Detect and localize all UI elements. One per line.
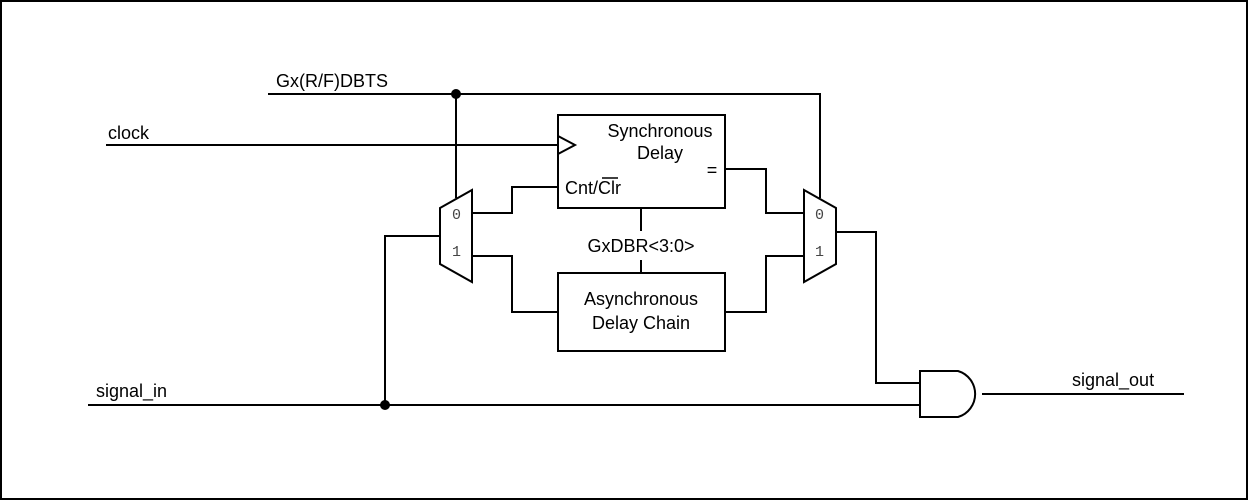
and-gate xyxy=(919,370,977,418)
dbts-signal-label: Gx(R/F)DBTS xyxy=(276,71,388,91)
right-mux-in0-label: 0 xyxy=(815,207,824,224)
sync-eq-to-right-mux-wire xyxy=(725,168,804,214)
clock-triangle-icon xyxy=(557,135,578,155)
async-delay-title-2: Delay Chain xyxy=(592,313,690,333)
sync-delay-cnt-clr-port: Cnt/Clr xyxy=(565,178,621,198)
async-delay-title-1: Asynchronous xyxy=(584,289,698,309)
left-mux-out1-wire xyxy=(472,255,558,313)
signal-in-junction-dot xyxy=(380,400,390,410)
dbts-junction-dot xyxy=(451,89,461,99)
signal-out-label: signal_out xyxy=(1072,370,1154,391)
right-mux-in1-label: 1 xyxy=(815,244,824,261)
signal-in-label: signal_in xyxy=(96,381,167,402)
async-to-right-mux-wire xyxy=(725,255,804,313)
right-mux xyxy=(803,188,837,284)
sync-delay-title-1: Synchronous xyxy=(607,121,712,141)
sync-delay-title-2: Delay xyxy=(637,143,683,163)
left-mux-in0-label: 0 xyxy=(452,207,461,224)
signal-in-to-left-mux-wire xyxy=(384,235,440,405)
left-mux xyxy=(439,188,473,284)
left-mux-in1-label: 1 xyxy=(452,244,461,261)
async-delay-block xyxy=(557,272,726,352)
left-mux-out0-wire xyxy=(472,186,558,214)
clock-signal-label: clock xyxy=(108,123,150,143)
right-mux-out-wire xyxy=(836,231,920,384)
dbr-label: GxDBR<3:0> xyxy=(587,236,694,256)
sync-delay-eq-port: = xyxy=(707,160,718,180)
sync-delay-block xyxy=(557,114,726,209)
